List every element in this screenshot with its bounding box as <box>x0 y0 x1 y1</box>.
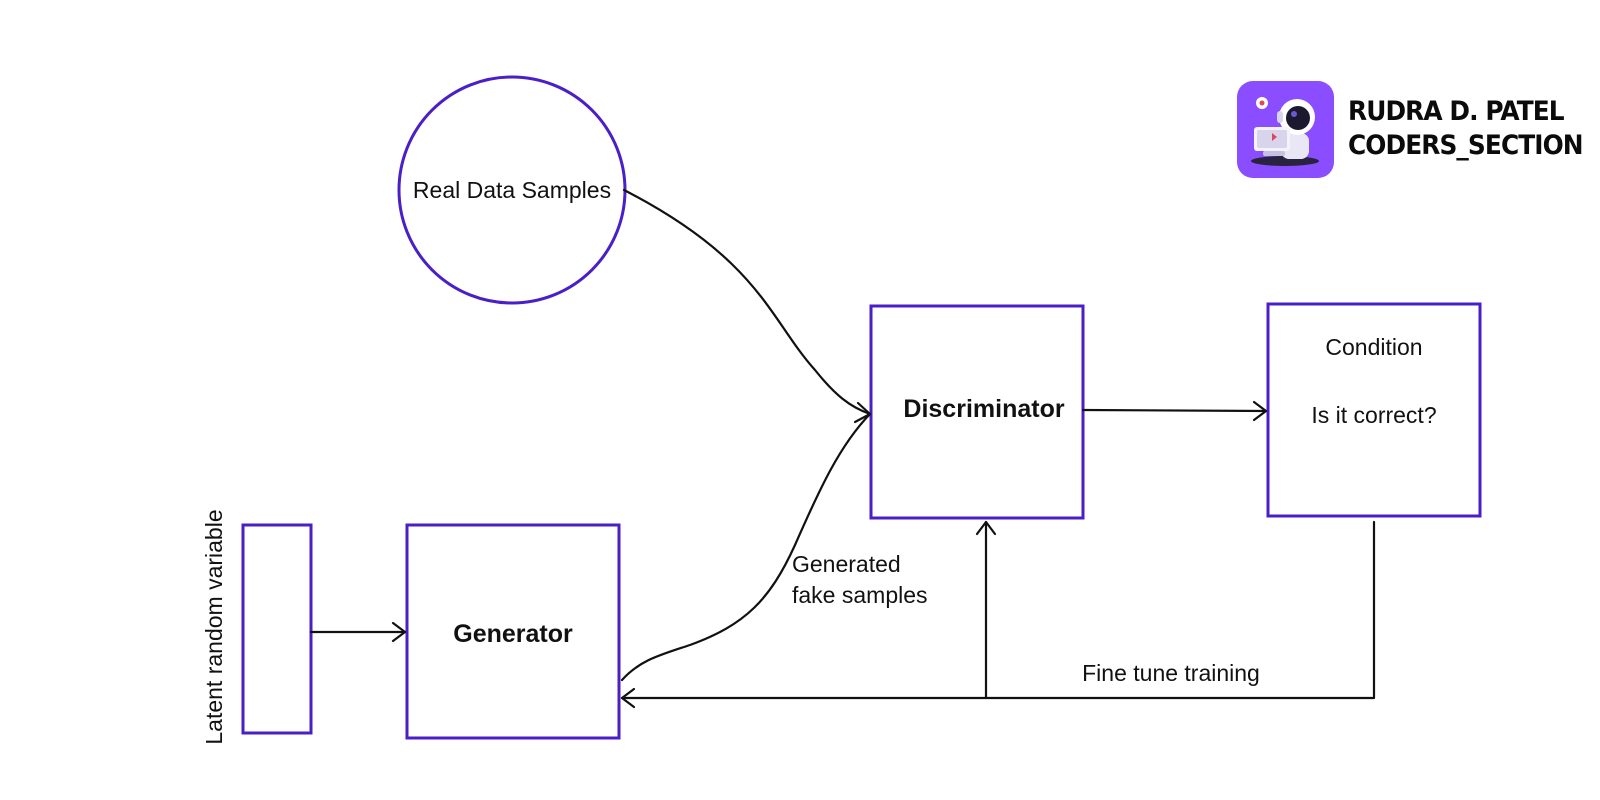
edge-line-to-generator <box>620 520 1376 700</box>
brand-text: RUDRA D. PATEL CODERS_SECTION <box>1348 95 1600 163</box>
brand-block: RUDRA D. PATEL CODERS_SECTION <box>1237 80 1600 178</box>
edge-latent-to-generator <box>309 621 407 643</box>
condition-question: Is it correct? <box>1311 402 1436 428</box>
astronaut-laptop-icon <box>1237 80 1334 178</box>
latent-node: Latent random variable <box>201 509 313 745</box>
edge-line <box>620 412 872 682</box>
condition-node: Condition Is it correct? <box>1266 302 1482 518</box>
edge-fine-tune-feedback: Fine tune training <box>620 520 1376 709</box>
edge-line <box>1081 408 1268 413</box>
generator-node: Generator <box>405 523 621 740</box>
fine-tune-label: Fine tune training <box>1082 660 1260 686</box>
brand-handle: CODERS_SECTION <box>1348 130 1584 161</box>
latent-box <box>241 523 313 735</box>
edge-real-to-discriminator <box>622 188 872 424</box>
edge-discriminator-to-condition <box>1081 400 1268 422</box>
discriminator-node: Discriminator <box>869 304 1085 520</box>
brand-name: RUDRA D. PATEL <box>1348 96 1565 127</box>
arrowhead <box>1252 400 1268 422</box>
arrowhead <box>853 401 872 424</box>
edge-line <box>622 188 872 416</box>
real-data-label: Real Data Samples <box>413 177 611 203</box>
arrowhead <box>391 621 407 643</box>
generated-samples-label-line1: Generated <box>792 551 901 577</box>
condition-box <box>1266 302 1482 518</box>
latent-label: Latent random variable <box>201 509 227 744</box>
arrowhead-generator <box>620 687 636 709</box>
real-data-node: Real Data Samples <box>397 75 627 305</box>
arrowhead-discriminator <box>975 520 997 536</box>
discriminator-label: Discriminator <box>903 395 1064 423</box>
edge-generator-to-discriminator: Generated fake samples <box>620 412 928 682</box>
condition-title: Condition <box>1325 334 1422 360</box>
generator-label: Generator <box>453 620 573 648</box>
generator-box <box>405 523 621 740</box>
discriminator-box <box>869 304 1085 520</box>
generated-samples-label-line2: fake samples <box>792 582 928 608</box>
